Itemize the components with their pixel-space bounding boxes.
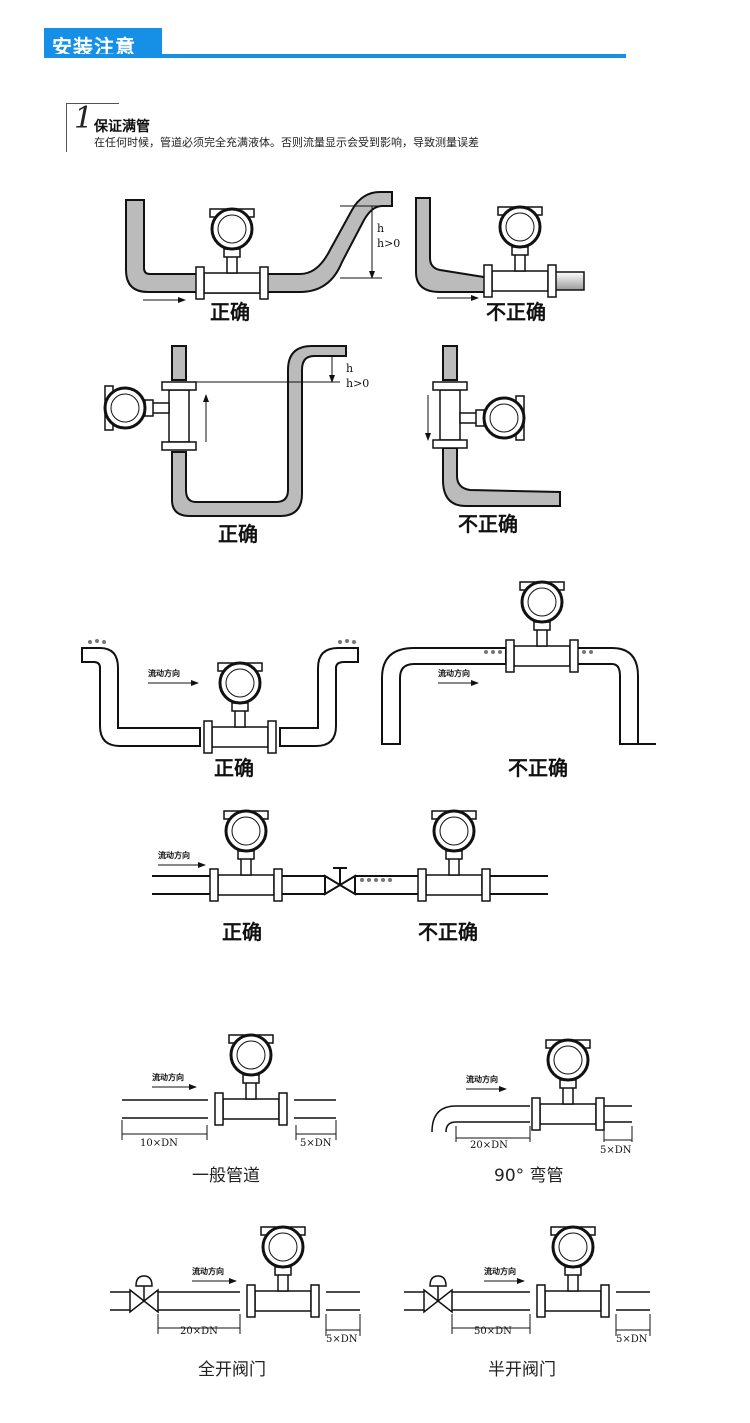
flow-direction-label-8: 流动方向 xyxy=(484,1266,516,1276)
h-label-2: h xyxy=(346,362,353,375)
diagram-4-valve: 流动方向 正确 不正确 xyxy=(152,811,548,944)
flow-direction-label-3b: 流动方向 xyxy=(438,668,470,678)
label-incorrect-2: 不正确 xyxy=(458,512,518,536)
h-label: h xyxy=(377,222,384,235)
flow-direction-label-6: 流动方向 xyxy=(466,1074,498,1084)
label-correct: 正确 xyxy=(210,300,250,324)
section-header-underline xyxy=(44,54,626,58)
label-correct-3: 正确 xyxy=(214,756,254,780)
flow-direction-label-7: 流动方向 xyxy=(192,1266,224,1276)
upstream-length-valve-full: 20×DN xyxy=(180,1326,218,1337)
straight-run-valve-full: 流动方向 20×DN 5×DN 全开阀门 xyxy=(110,1227,361,1380)
caption-elbow: 90° 弯管 xyxy=(494,1166,564,1186)
diagram-3-incorrect: 流动方向 不正确 xyxy=(381,582,656,780)
flow-direction-label-4: 流动方向 xyxy=(158,850,190,860)
label-incorrect-4: 不正确 xyxy=(418,920,478,944)
downstream-length-valve-half: 5×DN xyxy=(616,1334,648,1345)
straight-run-general: 流动方向 10×DN 5×DN 一般管道 xyxy=(121,1035,337,1186)
h-gt-0-label-2: h>0 xyxy=(346,377,369,390)
diagram-2-correct: h h>0 正确 xyxy=(103,345,369,546)
downstream-length-valve-full: 5×DN xyxy=(326,1334,358,1345)
downstream-length-general: 5×DN xyxy=(300,1138,332,1149)
caption-valve-half: 半开阀门 xyxy=(488,1360,556,1380)
label-correct-4: 正确 xyxy=(222,920,262,944)
downstream-length-elbow: 5×DN xyxy=(600,1145,632,1156)
straight-run-elbow: 流动方向 20×DN 5×DN 90° 弯管 xyxy=(431,1040,633,1186)
h-gt-0-label: h>0 xyxy=(377,237,400,250)
flow-direction-label-3a: 流动方向 xyxy=(148,668,180,678)
upstream-length-elbow: 20×DN xyxy=(470,1140,508,1151)
section-header-bar xyxy=(44,28,162,58)
caption-general: 一般管道 xyxy=(192,1166,260,1186)
label-correct-2: 正确 xyxy=(218,522,258,546)
diagram-3-correct: 流动方向 正确 xyxy=(81,639,359,780)
label-incorrect: 不正确 xyxy=(486,300,546,324)
subsection-description: 在任何时候，管道必须完全充满液体。否则流量显示会受到影响，导致测量误差 xyxy=(94,136,479,149)
upstream-length-valve-half: 50×DN xyxy=(474,1326,512,1337)
diagram-1-incorrect: 不正确 xyxy=(415,197,585,324)
upstream-length-general: 10×DN xyxy=(140,1138,178,1149)
diagram-1-correct: h h>0 正确 xyxy=(125,191,400,324)
straight-run-valve-half: 流动方向 50×DN 5×DN 半开阀门 xyxy=(404,1227,651,1380)
subsection-number: 1 xyxy=(74,101,94,136)
subsection-title: 保证满管 xyxy=(94,119,150,135)
label-incorrect-3: 不正确 xyxy=(508,756,568,780)
flow-direction-label-5: 流动方向 xyxy=(152,1072,184,1082)
diagram-2-incorrect: 不正确 xyxy=(425,345,561,536)
caption-valve-full: 全开阀门 xyxy=(198,1360,266,1380)
subsection-bracket xyxy=(66,103,119,152)
